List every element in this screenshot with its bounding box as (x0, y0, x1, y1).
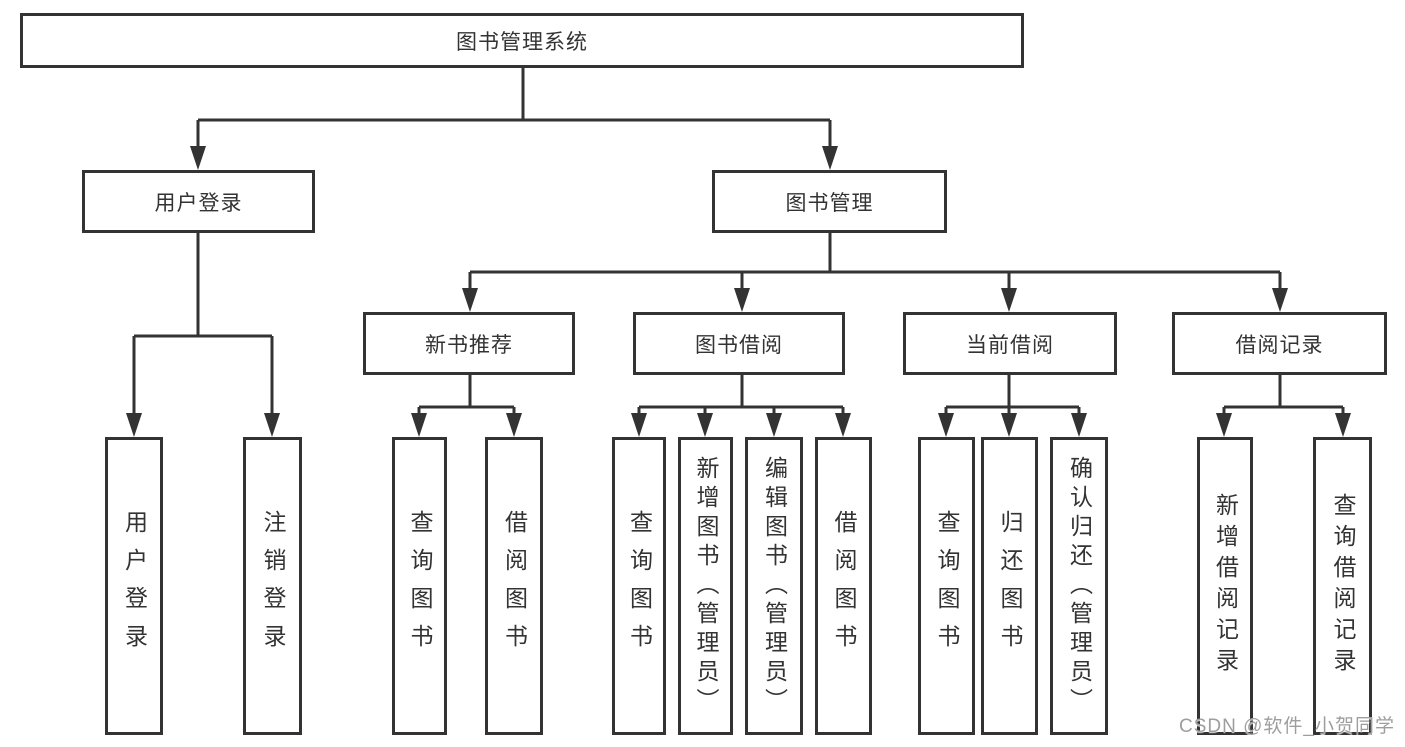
leaf-bb-add-books-admin: 新增图书（管理员） (678, 437, 733, 735)
leaf-logout-label: 注销登录 (260, 510, 286, 662)
arrowhead (1071, 413, 1087, 437)
leaf-br-query-record: 查询借阅记录 (1313, 437, 1372, 735)
leaf-cb-query-books: 查询图书 (918, 437, 975, 735)
node-root-label: 图书管理系统 (456, 30, 588, 54)
connector-bookmgmt-to-level3 (468, 233, 1282, 296)
leaf-user-login: 用户登录 (105, 437, 163, 735)
leaf-bb-edit-books-admin-label: 编辑图书（管理员） (761, 455, 788, 717)
node-book-mgmt-label: 图书管理 (785, 191, 874, 215)
arrowheads (126, 146, 1351, 437)
node-user-login: 用户登录 (82, 170, 315, 233)
arrowhead (766, 413, 782, 437)
leaf-nbr-borrow-books-label: 借阅图书 (501, 510, 528, 662)
arrowhead (264, 413, 280, 437)
leaf-cb-confirm-return-admin-label: 确认归还（管理员） (1066, 455, 1093, 717)
arrowhead (822, 146, 838, 170)
node-book-borrow: 图书借阅 (633, 312, 845, 375)
arrowhead (938, 413, 954, 437)
arrowhead (835, 413, 851, 437)
node-new-book-rec: 新书推荐 (363, 312, 575, 375)
leaf-bb-borrow-books-label: 借阅图书 (831, 510, 857, 662)
leaf-bb-borrow-books: 借阅图书 (815, 437, 872, 735)
arrowhead (697, 413, 713, 437)
arrowhead (1272, 288, 1288, 312)
arrowhead (734, 288, 750, 312)
connector-bookborrow-to-leaves (637, 375, 845, 420)
leaf-cb-query-books-label: 查询图书 (934, 510, 960, 662)
leaf-bb-add-books-admin-label: 新增图书（管理员） (693, 455, 719, 717)
leaf-br-add-record: 新增借阅记录 (1197, 437, 1253, 735)
arrowhead (1335, 413, 1351, 437)
leaf-br-query-record-label: 查询借阅记录 (1330, 493, 1356, 679)
leaf-cb-return-books-label: 归还图书 (997, 510, 1023, 662)
leaf-user-login-label: 用户登录 (121, 510, 148, 662)
leaf-nbr-borrow-books: 借阅图书 (485, 437, 543, 735)
leaf-bb-query-books: 查询图书 (612, 437, 666, 735)
leaf-nbr-query-books-label: 查询图书 (407, 510, 433, 662)
arrowhead (1001, 413, 1017, 437)
arrowhead (411, 413, 427, 437)
leaf-cb-confirm-return-admin: 确认归还（管理员） (1050, 437, 1108, 735)
node-new-book-rec-label: 新书推荐 (425, 333, 513, 357)
connector-borrowrecords-to-leaves (1222, 375, 1345, 420)
arrowhead (631, 413, 647, 437)
connector-root-to-level2 (196, 68, 832, 152)
leaf-bb-query-books-label: 查询图书 (626, 510, 653, 662)
node-current-borrow: 当前借阅 (903, 312, 1117, 375)
node-borrow-records: 借阅记录 (1172, 312, 1387, 375)
node-user-login-label: 用户登录 (154, 191, 243, 215)
connector-newbookrec-to-leaves (417, 375, 516, 420)
arrowhead (126, 413, 142, 437)
csdn-watermark: CSDN @软件_小贺同学 (1179, 716, 1395, 737)
arrowhead (190, 146, 206, 170)
leaf-br-add-record-label: 新增借阅记录 (1212, 493, 1239, 679)
arrowhead (1001, 288, 1017, 312)
arrowhead (506, 413, 522, 437)
leaf-bb-edit-books-admin: 编辑图书（管理员） (745, 437, 803, 735)
arrowhead (462, 288, 478, 312)
node-borrow-records-label: 借阅记录 (1235, 333, 1324, 357)
connector-userlogin-to-leaves (132, 233, 274, 420)
leaf-nbr-query-books: 查询图书 (392, 437, 447, 735)
node-book-mgmt: 图书管理 (712, 170, 947, 233)
node-current-borrow-label: 当前借阅 (966, 333, 1054, 357)
leaf-cb-return-books: 归还图书 (981, 437, 1038, 735)
node-root: 图书管理系统 (20, 13, 1024, 68)
node-book-borrow-label: 图书借阅 (695, 333, 783, 357)
arrowhead (1216, 413, 1232, 437)
leaf-logout: 注销登录 (243, 437, 302, 735)
